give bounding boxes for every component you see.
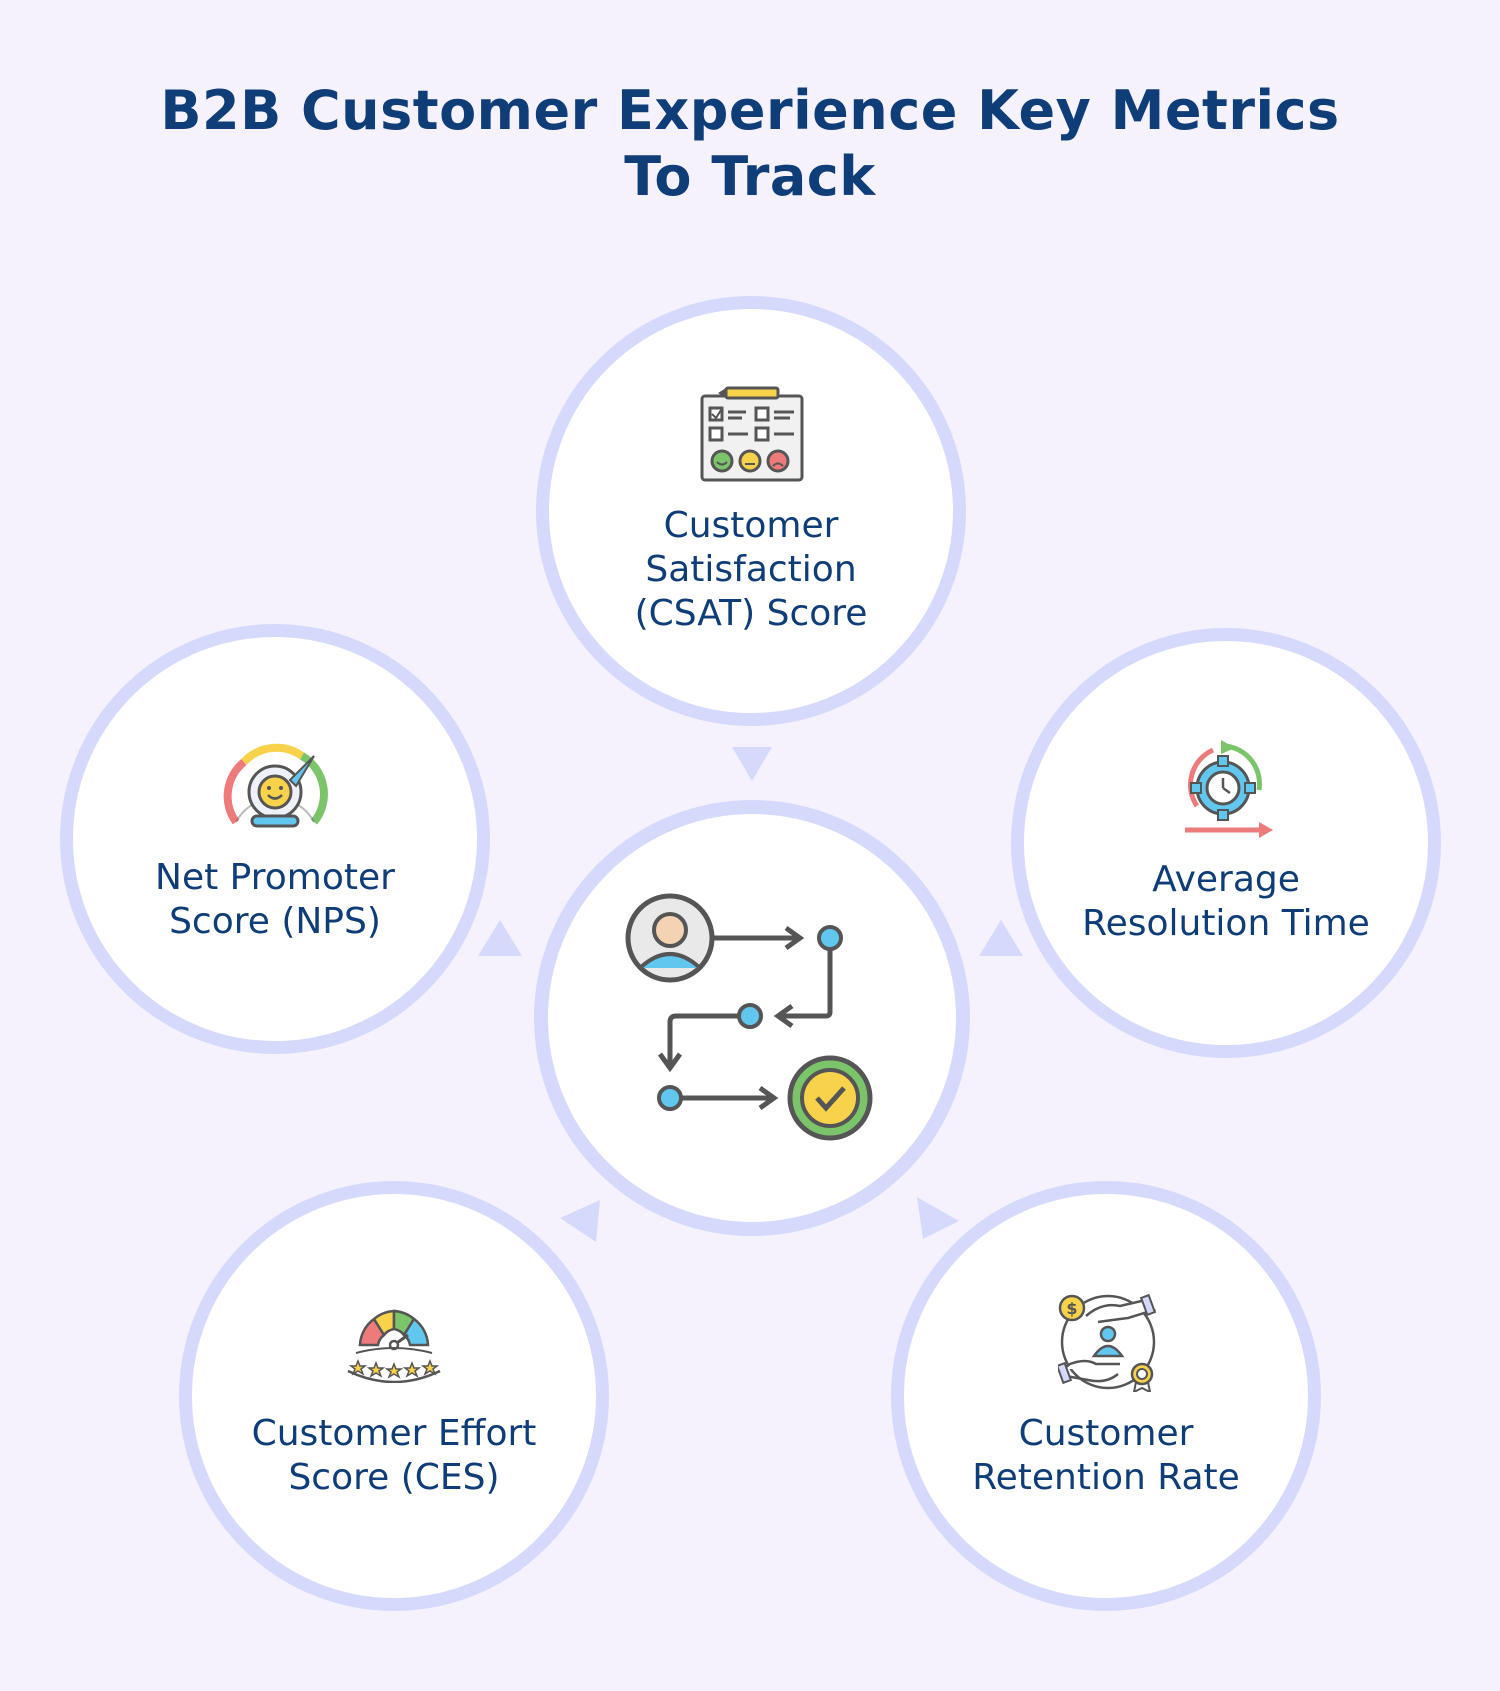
title-line-1: B2B Customer Experience Key Metrics <box>160 79 1340 142</box>
metric-label-nps: Net Promoter Score (NPS) <box>155 857 395 942</box>
page-title: B2B Customer Experience Key Metrics To T… <box>0 78 1500 210</box>
survey-clipboard-icon <box>700 386 804 482</box>
arrow-center-to-crr <box>917 1197 959 1239</box>
arrow-csat-to-center <box>732 747 772 781</box>
metric-card-nps <box>60 624 490 1054</box>
arrow-center-to-ces <box>560 1200 600 1242</box>
satisfaction-gauge-icon <box>223 743 328 828</box>
title-line-2: To Track <box>624 145 876 208</box>
arrow-center-to-nps <box>478 920 522 956</box>
metric-label-ces: Customer Effort Score (CES) <box>251 1413 537 1498</box>
clock-gear-cycle-icon <box>1185 740 1273 838</box>
metric-label-art: Average Resolution Time <box>1082 859 1370 944</box>
metric-card-crr <box>891 1181 1321 1611</box>
customer-journey-flow-icon <box>625 893 873 1141</box>
metric-label-crr: Customer Retention Rate <box>972 1413 1240 1498</box>
metric-card-ces <box>179 1181 609 1611</box>
rating-meter-icon <box>347 1309 441 1383</box>
arrow-center-to-art <box>979 920 1023 956</box>
svg-text:$: $ <box>1066 1299 1077 1318</box>
metric-label-csat: Customer Satisfaction (CSAT) Score <box>634 505 868 634</box>
metric-card-art <box>1011 628 1441 1058</box>
hands-customer-icon: $ <box>1058 1293 1157 1392</box>
